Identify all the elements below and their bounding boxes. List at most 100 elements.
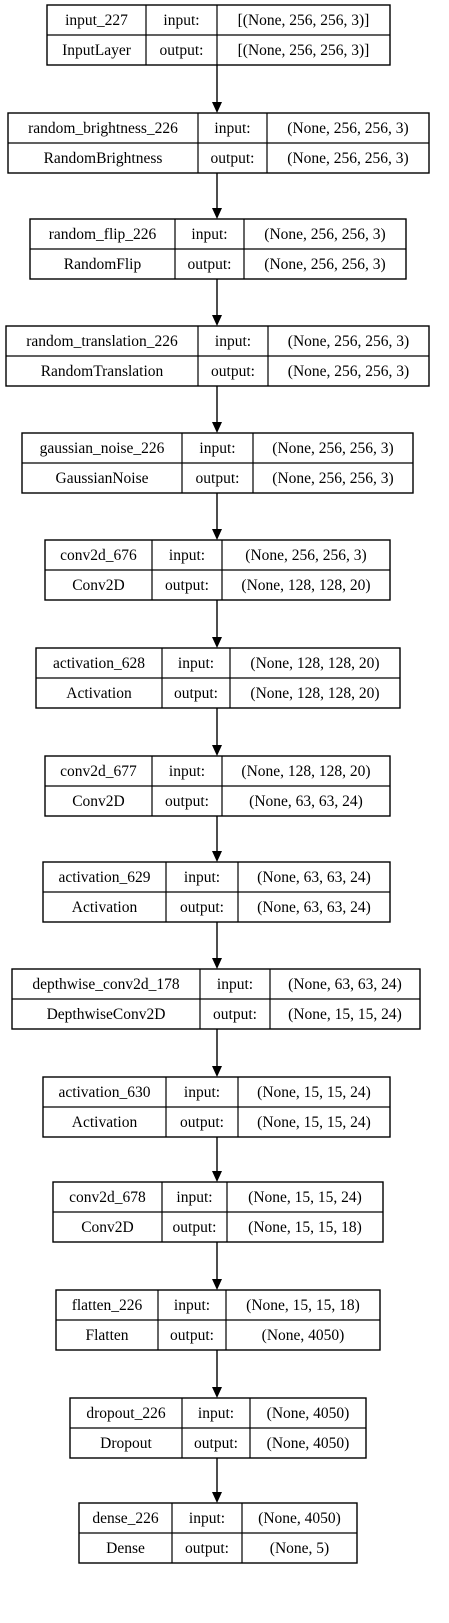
- edge-arrow: [212, 1029, 222, 1077]
- output-shape: (None, 63, 63, 24): [257, 899, 371, 916]
- edge-arrow: [212, 922, 222, 969]
- layer-name: gaussian_noise_226: [40, 440, 165, 457]
- layer-type: Dropout: [100, 1435, 152, 1452]
- edge-arrow: [212, 1137, 222, 1182]
- layer-name: flatten_226: [72, 1297, 143, 1314]
- output-shape: (None, 63, 63, 24): [249, 793, 363, 810]
- layer-node: conv2d_676 input: (None, 256, 256, 3) Conv2…: [44, 539, 391, 601]
- input-shape: (None, 256, 256, 3): [245, 547, 366, 564]
- input-shape: (None, 15, 15, 24): [248, 1189, 362, 1206]
- edges: [212, 65, 222, 1503]
- layer-node: random_brightness_226 input: (None, 256, 2…: [7, 112, 430, 174]
- edge-arrow: [212, 816, 222, 862]
- input-shape: (None, 256, 256, 3): [264, 226, 385, 243]
- input-label: input:: [174, 1297, 210, 1314]
- layer-name: conv2d_678: [69, 1189, 146, 1206]
- layer-type: Flatten: [85, 1327, 128, 1344]
- input-shape: (None, 15, 15, 18): [246, 1297, 360, 1314]
- input-label: input:: [169, 763, 205, 780]
- edge-arrow: [212, 1242, 222, 1290]
- input-label: input:: [189, 1510, 225, 1527]
- input-label: input:: [178, 655, 214, 672]
- layer-name: conv2d_677: [60, 763, 137, 780]
- input-label: input:: [215, 333, 251, 350]
- output-shape: (None, 256, 256, 3): [272, 470, 393, 487]
- input-shape: (None, 256, 256, 3): [287, 120, 408, 137]
- layer-type: RandomTranslation: [41, 363, 164, 380]
- output-shape: [(None, 256, 256, 3)]: [238, 42, 370, 59]
- output-shape: (None, 15, 15, 24): [288, 1006, 402, 1023]
- layer-name: random_translation_226: [26, 333, 178, 350]
- input-shape: (None, 63, 63, 24): [288, 976, 402, 993]
- layer-node: flatten_226 input: (None, 15, 15, 18) Flatt…: [55, 1289, 381, 1351]
- input-label: input:: [199, 440, 235, 457]
- input-shape: (None, 256, 256, 3): [288, 333, 409, 350]
- input-label: input:: [214, 120, 250, 137]
- input-label: input:: [191, 226, 227, 243]
- output-label: output:: [213, 1006, 257, 1023]
- layer-name: conv2d_676: [60, 547, 137, 564]
- layer-name: depthwise_conv2d_178: [32, 976, 179, 993]
- output-shape: (None, 5): [270, 1540, 329, 1557]
- input-shape: (None, 256, 256, 3): [272, 440, 393, 457]
- input-label: input:: [163, 12, 199, 29]
- layer-type: Dense: [106, 1540, 145, 1557]
- edge-arrow: [212, 173, 222, 219]
- edge-arrow: [212, 600, 222, 648]
- output-label: output:: [211, 150, 255, 167]
- layer-type: Conv2D: [72, 793, 125, 810]
- output-label: output:: [174, 685, 218, 702]
- layer-node: activation_628 input: (None, 128, 128, 20)…: [35, 647, 401, 709]
- layer-node: gaussian_noise_226 input: (None, 256, 256,…: [21, 432, 414, 494]
- output-label: output:: [194, 1435, 238, 1452]
- layer-node: input_227 input: [(None, 256, 256, 3)] Inpu…: [46, 4, 391, 66]
- input-label: input:: [198, 1405, 234, 1422]
- input-label: input:: [184, 869, 220, 886]
- layer-name: dense_226: [92, 1510, 159, 1527]
- layer-type: Activation: [66, 685, 132, 702]
- output-shape: (None, 256, 256, 3): [287, 150, 408, 167]
- output-label: output:: [180, 899, 224, 916]
- edge-arrow: [212, 65, 222, 113]
- layer-nodes: input_227 input: [(None, 256, 256, 3)] Inpu…: [5, 4, 430, 1564]
- edge-arrow: [212, 708, 222, 756]
- layer-type: RandomFlip: [64, 256, 142, 273]
- input-shape: (None, 128, 128, 20): [250, 655, 379, 672]
- input-label: input:: [184, 1084, 220, 1101]
- output-label: output:: [173, 1219, 217, 1236]
- output-shape: (None, 128, 128, 20): [241, 577, 370, 594]
- output-label: output:: [196, 470, 240, 487]
- layer-type: InputLayer: [62, 42, 132, 59]
- layer-name: activation_630: [58, 1084, 150, 1101]
- output-label: output:: [165, 793, 209, 810]
- layer-name: activation_628: [53, 655, 145, 672]
- output-label: output:: [180, 1114, 224, 1131]
- output-label: output:: [188, 256, 232, 273]
- layer-name: dropout_226: [86, 1405, 165, 1422]
- output-label: output:: [160, 42, 204, 59]
- input-shape: (None, 15, 15, 24): [257, 1084, 371, 1101]
- layer-name: input_227: [65, 12, 128, 29]
- input-label: input:: [176, 1189, 212, 1206]
- layer-type: GaussianNoise: [56, 470, 149, 487]
- input-shape: (None, 128, 128, 20): [241, 763, 370, 780]
- input-shape: (None, 4050): [258, 1510, 341, 1527]
- layer-name: random_brightness_226: [28, 120, 178, 137]
- layer-type: Conv2D: [81, 1219, 134, 1236]
- edge-arrow: [212, 1350, 222, 1398]
- layer-name: activation_629: [58, 869, 150, 886]
- layer-type: Conv2D: [72, 577, 125, 594]
- input-label: input:: [169, 547, 205, 564]
- layer-type: RandomBrightness: [44, 150, 163, 167]
- output-shape: (None, 15, 15, 24): [257, 1114, 371, 1131]
- output-shape: (None, 128, 128, 20): [250, 685, 379, 702]
- input-shape: (None, 63, 63, 24): [257, 869, 371, 886]
- input-shape: [(None, 256, 256, 3)]: [238, 12, 370, 29]
- layer-node: conv2d_678 input: (None, 15, 15, 24) Conv2D…: [52, 1181, 384, 1243]
